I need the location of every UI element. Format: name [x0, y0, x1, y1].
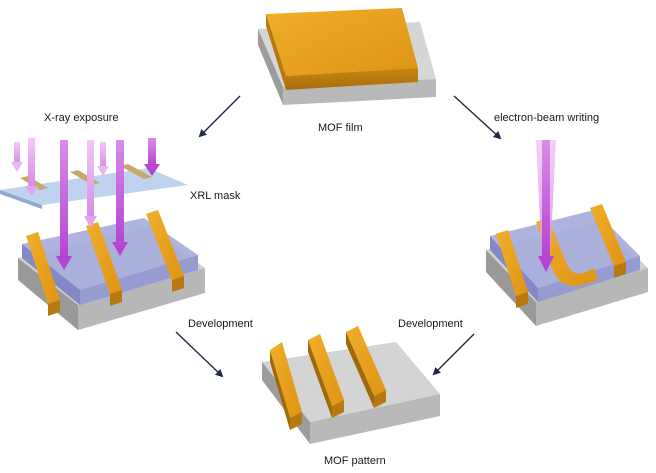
- label-xray-exposure: X-ray exposure: [44, 112, 119, 124]
- arrow-film-to-xray: [198, 95, 241, 138]
- label-ebeam-writing: electron-beam writing: [494, 112, 600, 124]
- label-development-right: Development: [398, 318, 463, 330]
- xray-exposure-device: [0, 138, 205, 330]
- mof-pattern-block: [262, 326, 440, 444]
- ebeam-writing-device: [486, 140, 648, 326]
- label-mof-film: MOF film: [318, 122, 363, 134]
- label-mof-pattern: MOF pattern: [324, 455, 386, 467]
- arrow-ebeam-to-pattern: [432, 333, 475, 376]
- label-xrl-mask: XRL mask: [190, 190, 241, 202]
- mof-film-block: [258, 8, 436, 105]
- label-development-left: Development: [188, 318, 253, 330]
- arrow-xray-to-pattern: [175, 331, 224, 378]
- arrow-film-to-ebeam: [453, 95, 502, 140]
